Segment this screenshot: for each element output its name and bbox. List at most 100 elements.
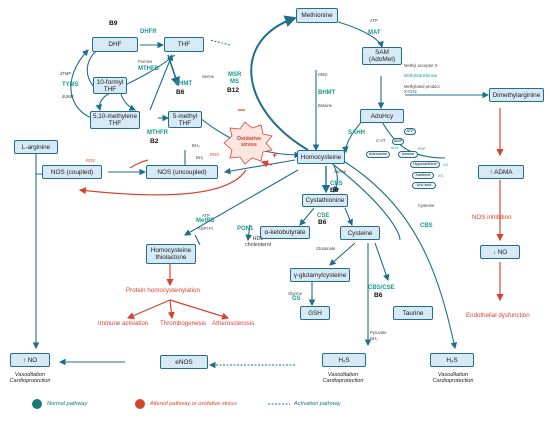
node-ketobutyrate: α-ketobutyrate — [260, 226, 310, 239]
enzyme-sahh: SAHH — [348, 130, 366, 136]
enzyme-metrs: MetRS — [196, 218, 215, 224]
label-plus: + — [272, 150, 278, 160]
label-immune-activation: Immune activation — [98, 320, 149, 327]
enzyme-pon1: PON1 — [237, 226, 254, 232]
label-cardioprotection-3: Cardioprotection — [432, 378, 474, 384]
label-bh4: BH₄ — [192, 143, 200, 148]
node-l-arginine: L-arginine — [14, 140, 58, 154]
legend-activation-label: Activation pathway — [294, 401, 341, 407]
cofactor-b12: B12 — [227, 87, 240, 94]
node-no-down: ↓ NO — [480, 245, 520, 259]
label-adppi: ADP+Pi — [198, 226, 213, 231]
label-ada: ADA — [391, 146, 399, 150]
cofactor-b6-cbscse: B6 — [374, 292, 383, 299]
label-cysteine-small: Cysteine — [418, 203, 435, 208]
label-vasodilation-3: Vasodilation — [437, 372, 469, 378]
node-methionine: Methionine — [296, 8, 338, 23]
label-thrombogenesis: Thrombogenesis — [160, 320, 207, 327]
label-methylated: Methylated product X-CH3 — [404, 84, 440, 94]
node-cystathionine: Cystathionine — [302, 194, 348, 207]
label-pyruvate: Pyruvate — [370, 330, 387, 335]
enzyme-cbs-cse: CBS/CSE — [368, 285, 395, 291]
label-xo-1: XO — [443, 163, 449, 167]
label-dump: dUMP — [62, 94, 74, 99]
node-gsh: GSH — [300, 306, 330, 320]
node-homocysteine: Homocysteine — [297, 150, 345, 164]
label-protein-homocysteinylation: Protein homocysteinylation — [126, 287, 200, 294]
cofactor-b2: B2 — [150, 138, 159, 145]
node-dhf: DHF — [92, 37, 138, 52]
label-betaine: Betaine — [318, 103, 333, 108]
enzyme-mthfd: MTHFD — [138, 66, 159, 72]
node-methyl-thf: 5-methyl THF — [168, 111, 202, 128]
enzyme-cse: CSE — [317, 213, 330, 219]
node-enos: eNOS — [160, 355, 208, 369]
pill-amp: AMP — [392, 138, 404, 145]
node-sam: SAM (AdoMet) — [362, 47, 402, 65]
node-nos-uncoupled: NOS (uncoupled) — [146, 165, 218, 179]
node-adohcy: AdoHcy — [360, 109, 404, 123]
legend-altered-swatch — [135, 399, 145, 409]
node-dimethylarginine: Dimethylarginine — [489, 88, 544, 102]
cofactor-b6-cbs: B6 — [330, 187, 339, 194]
label-cardioprotection-1: Cardioprotection — [9, 378, 51, 384]
enzyme-ms: MS — [230, 79, 239, 85]
enzyme-mthfr: MTHFR — [147, 130, 168, 136]
enzyme-mat: MAT — [368, 30, 381, 36]
node-no-up: ↑ NO — [10, 353, 50, 367]
cofactor-b6-cse: B6 — [318, 219, 327, 226]
pill-uric-acid: Uric acid — [412, 182, 436, 189]
label-ros-1: ROS — [210, 152, 220, 157]
node-h2s-right: H₂S — [430, 353, 474, 367]
pill-xanthine: Xanthine — [412, 172, 434, 179]
label-xo-2: XO — [438, 174, 444, 178]
label-dmg: DMG — [318, 72, 328, 77]
label-vasodilation-1: Vasodilation — [14, 372, 46, 378]
oxidative-stress-label: Oxidative stress — [236, 136, 262, 149]
label-hdl: HDL cholesterol — [244, 236, 272, 248]
node-10-formyl-thf: 10-formyl THF — [93, 77, 127, 94]
cofactor-b9: B9 — [109, 20, 118, 27]
pill-hypoxanthine: Hypoxanthine — [410, 161, 440, 168]
enzyme-cbs-2: CBS — [420, 223, 433, 229]
node-taurine: Taurine — [393, 306, 433, 320]
label-methyl-acceptor: Methyl acceptor X — [404, 63, 438, 68]
node-h2s-left: H₂S — [322, 353, 366, 367]
legend-altered-label: Altered pathway or oxidative stress — [150, 401, 237, 407]
node-glutamylcysteine: γ-glutamylcysteine — [290, 268, 350, 282]
label-camp: C-AT — [376, 138, 386, 143]
label-nos-inhibition: NOS inhibition — [472, 214, 512, 221]
legend-normal-swatch — [32, 399, 42, 409]
label-atp-2: ATP — [202, 213, 210, 218]
label-endothelial-dysfunction: Endothelial dysfunction — [466, 312, 530, 319]
node-thiolactone: Homocysteine thiolactone — [146, 244, 196, 264]
oxidative-stress-burst — [223, 121, 273, 165]
label-cardioprotection-2: Cardioprotection — [322, 378, 364, 384]
label-dtmp: dTMP — [60, 71, 72, 76]
label-vasodilation-2: Vasodilation — [327, 372, 359, 378]
label-glycine: Glycine — [288, 291, 302, 296]
enzyme-gs: GS — [292, 296, 301, 302]
label-atherosclerosis: Atherosclerosis — [212, 320, 255, 327]
node-cysteine: Cysteine — [340, 226, 380, 240]
label-glutamate: Glutamate — [316, 246, 336, 251]
node-adma: ↑ ADMA — [478, 165, 524, 179]
enzyme-dhfr: DHFR — [140, 29, 157, 35]
label-serine: Serine — [202, 74, 215, 79]
label-serine-2: Serine — [334, 169, 347, 174]
label-atp-1: ATP — [370, 18, 378, 23]
enzyme-tyms: TYMS — [62, 82, 79, 88]
enzyme-shmt: SHMT — [175, 81, 192, 87]
label-purines: Purines — [138, 59, 153, 64]
enzyme-bhmt: BHMT — [318, 90, 336, 96]
node-nos-coupled: NOS (coupled) — [42, 165, 102, 179]
cofactor-b6-shmt: B6 — [176, 89, 185, 96]
enzyme-cbs-1: CBS — [330, 181, 343, 187]
node-methylene-thf: 5,10-methylene THF — [90, 111, 140, 129]
label-nh3: NH₃ — [370, 336, 378, 341]
label-ros-2: ROS — [86, 158, 96, 163]
legend-normal-label: Normal pathway — [47, 401, 88, 407]
pill-atp: ATP — [404, 128, 416, 135]
